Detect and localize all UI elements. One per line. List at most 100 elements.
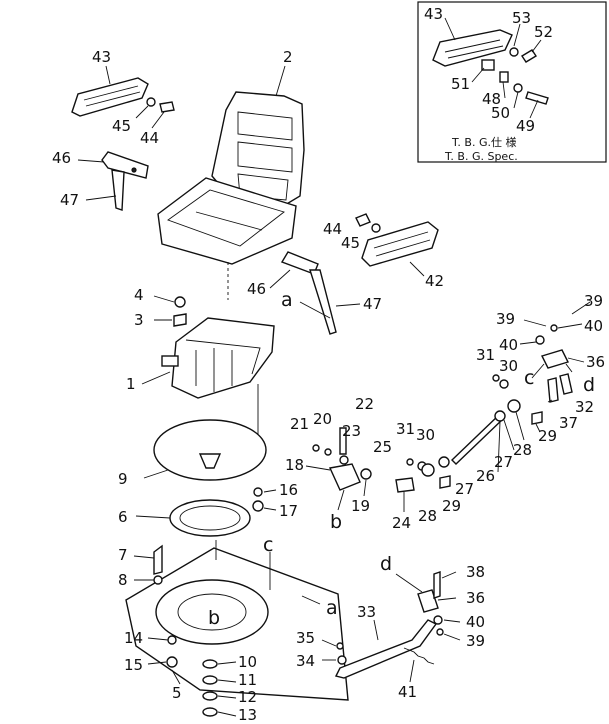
leader-4 — [153, 295, 175, 303]
callout-48: 48 — [482, 90, 501, 108]
part-29b — [439, 475, 451, 489]
callout-24: 24 — [392, 514, 411, 532]
callout-4: 4 — [134, 286, 144, 304]
callout-7: 7 — [118, 546, 128, 564]
callout-33: 33 — [357, 603, 376, 621]
base-plate-group: 7 8 14 15 5 10 11 12 13 c a b — [118, 534, 349, 724]
letter-c1: c — [263, 534, 273, 556]
letter-d1: d — [583, 374, 595, 396]
leader-6 — [135, 515, 171, 519]
callout-53: 53 — [512, 9, 531, 27]
callout-22: 22 — [355, 395, 374, 413]
plate-6-inner — [179, 505, 241, 531]
callout-28a: 28 — [513, 441, 532, 459]
leader-42 — [409, 261, 425, 277]
callout-8: 8 — [118, 571, 128, 589]
linkage-right-group: 39 39 40 40 31 30 36 32 37 29 28 27 26 c… — [450, 292, 605, 485]
plate-9-boss — [198, 453, 222, 469]
callout-14: 14 — [124, 629, 143, 647]
callout-30a: 30 — [499, 357, 518, 375]
washer-8 — [153, 575, 163, 585]
callout-43a: 43 — [92, 48, 111, 66]
leader-36b — [437, 597, 457, 601]
suspension-details — [185, 339, 261, 392]
callout-44a: 44 — [140, 129, 159, 147]
inset-frame — [417, 1, 607, 163]
left-bracket-hole — [131, 167, 137, 173]
leader-35 — [321, 639, 337, 647]
suspension-knob — [161, 355, 179, 367]
washer-40c — [433, 615, 443, 625]
part-36a-block — [541, 349, 569, 369]
washer-23 — [339, 455, 349, 465]
callout-10: 10 — [238, 653, 257, 671]
leader-c2 — [531, 363, 545, 379]
callout-28b: 28 — [418, 507, 437, 525]
callout-9: 9 — [118, 470, 128, 488]
part-11 — [202, 675, 218, 685]
tbg-spec-inset: 43 53 52 51 48 50 49 T. B. G.仕 様 T. B. G… — [417, 1, 607, 163]
callout-37: 37 — [559, 414, 578, 432]
callout-25: 25 — [373, 438, 392, 456]
part-34 — [337, 655, 347, 665]
leader-d2 — [395, 573, 423, 593]
letter-a2: a — [326, 597, 338, 619]
part-40a — [550, 324, 558, 332]
leader-46b — [269, 269, 291, 289]
inset-armrest-pad — [432, 29, 513, 67]
callout-35: 35 — [296, 629, 315, 647]
right-armrest-washer — [371, 223, 381, 233]
callout-16: 16 — [279, 481, 298, 499]
left-bracket-group: 46 47 — [52, 149, 149, 211]
leader-47b — [335, 303, 361, 307]
callout-45a: 45 — [112, 117, 131, 135]
callout-38: 38 — [466, 563, 485, 581]
right-armrest-bolt — [355, 213, 371, 227]
callout-19: 19 — [351, 497, 370, 515]
callout-23: 23 — [342, 422, 361, 440]
plate-6 — [169, 499, 251, 537]
part-28a — [507, 399, 521, 413]
part-31a — [492, 374, 500, 382]
leader-1 — [141, 371, 171, 385]
part-18-bracket — [328, 463, 361, 491]
leader-40a — [557, 323, 583, 329]
leader-43a — [105, 65, 111, 85]
base-ring-inner — [177, 593, 247, 631]
part-19 — [360, 468, 372, 480]
callout-12: 12 — [238, 688, 257, 706]
leader-10 — [217, 661, 237, 665]
part-13 — [202, 707, 218, 717]
left-armrest-pad — [71, 77, 149, 117]
callout-42: 42 — [425, 272, 444, 290]
leader-11 — [217, 679, 237, 683]
callout-40a: 40 — [584, 317, 603, 335]
inset-armrest-detail — [444, 39, 504, 59]
suspension-body — [171, 317, 275, 399]
spring-41 — [403, 647, 435, 665]
part-36b-block — [417, 589, 439, 613]
part-39c — [436, 628, 444, 636]
nut-17 — [252, 500, 264, 512]
seat-cushion-seam — [195, 211, 263, 231]
callout-40c: 40 — [466, 613, 485, 631]
leader-32 — [547, 399, 553, 403]
left-armrest-detail — [83, 85, 141, 107]
callout-26: 26 — [476, 467, 495, 485]
leader-39b — [523, 319, 547, 327]
leader-38 — [441, 571, 457, 579]
seat-cushion — [157, 177, 297, 265]
callout-40b: 40 — [499, 336, 518, 354]
linkage-middle-group: 18 21 20 22 23 19 25 24 31 30 28 29 27 b — [285, 395, 474, 533]
left-armrest-washer — [146, 97, 156, 107]
callout-2: 2 — [283, 48, 293, 66]
leader-9 — [143, 469, 169, 479]
callout-47a: 47 — [60, 191, 79, 209]
inset-washer-2 — [513, 83, 523, 93]
left-bracket-arm — [111, 169, 125, 211]
leader-53 — [513, 23, 521, 47]
part-24 — [395, 477, 415, 493]
callout-3: 3 — [134, 311, 144, 329]
leader-43b — [444, 17, 456, 41]
right-armrest-pad — [361, 221, 439, 267]
